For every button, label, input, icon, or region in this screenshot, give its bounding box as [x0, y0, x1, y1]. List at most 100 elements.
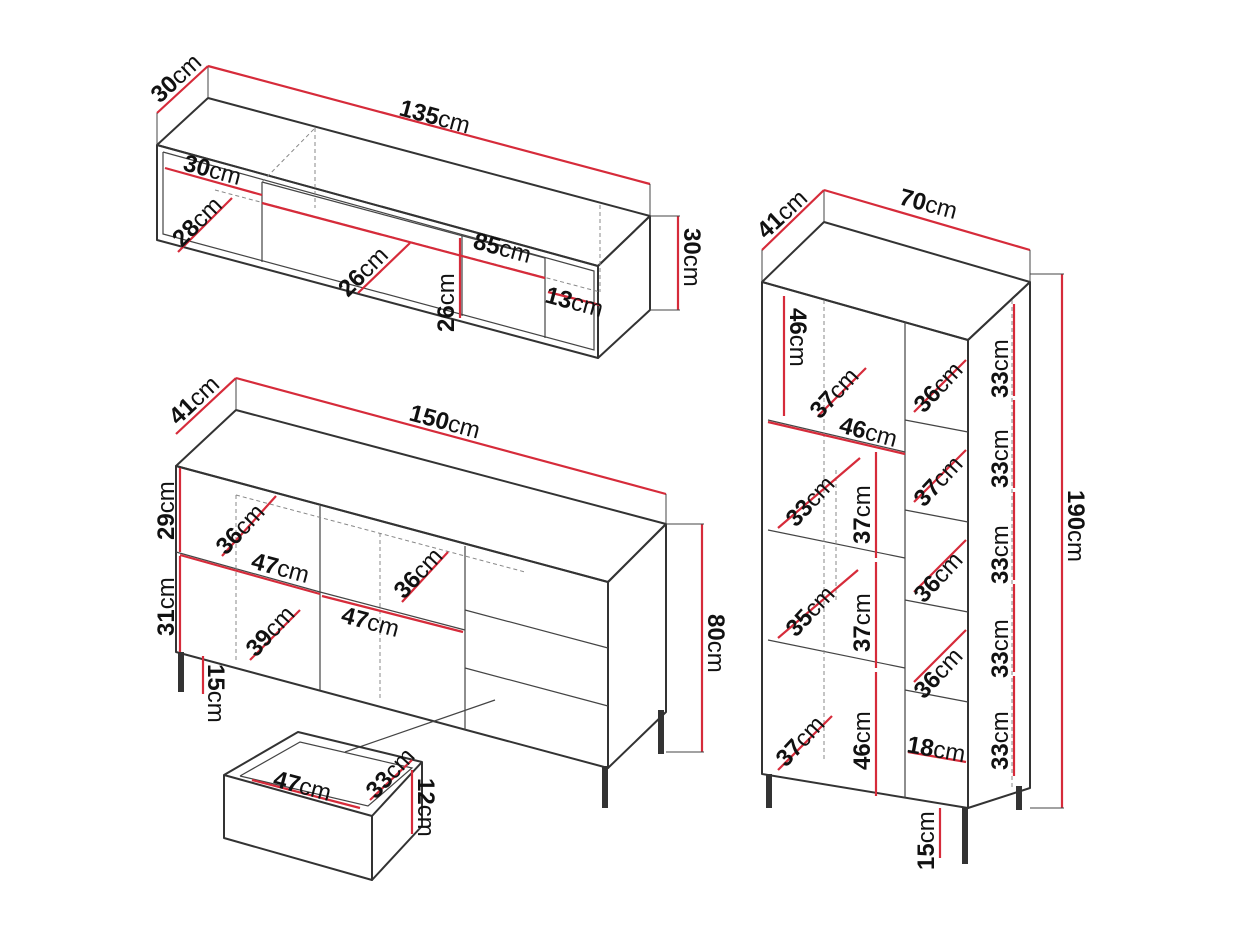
tv-left-depth-dim [177, 197, 233, 253]
tv-stand-side [597, 215, 651, 359]
tv-stand: 30cm 135cm 30cm 30cm 28cm 26cm 26cm 85cm… [146, 49, 705, 359]
tall-right-bottom-height-label: 33cm [987, 711, 1014, 770]
tv-right-depth-label: 13cm [542, 282, 606, 323]
tall-width-label: 70cm [896, 184, 960, 225]
drawer-width-dim [251, 778, 361, 810]
sb-upper-height-label: 29cm [153, 481, 180, 540]
sideboard-side [607, 523, 667, 769]
sb-shelf2-depth-dim [401, 551, 449, 603]
tall-right-depth2-label: 37cm [909, 451, 969, 512]
tv-stand-inner-outline [162, 151, 595, 351]
sideboard-drawer-line-1 [464, 609, 609, 649]
tv-right-width-dim [261, 201, 546, 280]
drawer-depth-dim [369, 759, 413, 801]
tv-width-dim [207, 64, 651, 186]
tall-right-height2-label: 33cm [987, 429, 1014, 488]
tv-left-width-dim [164, 166, 263, 197]
sideboard-drawer-line-2 [464, 667, 609, 707]
tv-depth-dim [156, 65, 209, 114]
tall-right-height4-label: 33cm [987, 619, 1014, 678]
tall-left-width-dim [767, 420, 906, 456]
tv-width-label: 135cm [396, 95, 473, 140]
sideboard-shelf-1 [175, 551, 321, 593]
tall-left-top-height-label: 46cm [784, 308, 811, 367]
sideboard-back-line-3 [235, 494, 526, 573]
sideboard-leg-3 [658, 710, 664, 754]
tv-height-label: 30cm [678, 228, 705, 287]
sb-width-label: 150cm [406, 400, 483, 445]
tv-stand-back-line-4 [261, 127, 316, 183]
drawer-height-label: 12cm [412, 778, 439, 837]
drawer: 47cm 33cm 12cm [223, 731, 439, 881]
tall-left-bottom-depth-dim [777, 715, 833, 771]
tv-stand-shelf [261, 181, 546, 259]
sideboard-drawer-leader [344, 699, 496, 753]
tall-side [967, 281, 1031, 809]
sb-shelf2-depth-label: 36cm [389, 543, 449, 604]
tv-center-depth-dim [357, 242, 411, 294]
sb-depth-label: 41cm [164, 371, 225, 431]
tall-right-bottom-width-dim [907, 750, 967, 764]
tall-right-bottom-width-label: 18cm [905, 731, 967, 768]
sb-height-label: 80cm [702, 614, 729, 673]
tall-right-height3-label: 33cm [987, 525, 1014, 584]
tv-right-depth-dim [547, 290, 601, 307]
tall-right-depth4-dim [913, 629, 967, 683]
tall-right-shelf-2 [904, 509, 969, 523]
tall-left-bottom-height-label: 46cm [849, 711, 876, 770]
drawer-top-rim [223, 731, 423, 776]
tall-cabinet: 41cm 70cm 190cm 15cm 46cm 37cm 46cm 33cm… [752, 184, 1089, 870]
tall-left-bottom-depth-label: 37cm [771, 711, 831, 772]
drawer-width-label: 47cm [270, 766, 334, 807]
sb-leg-height-label: 15cm [202, 664, 229, 723]
tall-glass1-depth-label: 33cm [781, 471, 841, 532]
tall-right-shelf-3 [904, 599, 969, 613]
sideboard: 41cm 150cm 80cm 29cm 31cm 15cm 36cm 47cm… [153, 371, 729, 808]
sb-width-dim [235, 376, 667, 496]
tv-left-width-label: 30cm [180, 150, 244, 191]
tall-left-shelf-3 [767, 639, 906, 669]
sb-shelf1-width-dim [179, 553, 321, 596]
tall-leg-label: 15cm [913, 811, 940, 870]
tall-leg-3 [1016, 786, 1022, 810]
tall-glass2-depth-label: 35cm [781, 581, 841, 642]
sb-lower-height-label: 31cm [153, 577, 180, 636]
tall-right-height1-label: 33cm [987, 339, 1014, 398]
tall-right-depth4-label: 36cm [909, 643, 969, 704]
tall-right-depth3-label: 36cm [909, 547, 969, 608]
sideboard-shelf-2 [319, 591, 466, 631]
sb-lower-depth-label: 39cm [241, 601, 301, 662]
sb-shelf1-depth-dim [221, 495, 277, 557]
sb-shelf2-width-label: 47cm [338, 602, 402, 643]
tall-left-width-label: 46cm [836, 412, 900, 453]
tall-glass2-height-label: 37cm [849, 593, 876, 652]
tall-glass1-height-label: 37cm [849, 485, 876, 544]
drawer-inner-rim [239, 741, 414, 807]
tall-left-shelf-1 [767, 419, 906, 453]
tall-depth-dim [761, 189, 825, 251]
tall-glass1-depth-dim [777, 457, 861, 529]
sb-lower-depth-dim [249, 609, 301, 661]
tv-center-height-label: 26cm [433, 273, 460, 332]
tall-depth-label: 41cm [752, 185, 813, 245]
tall-right-shelf-1 [904, 419, 969, 433]
tall-left-top-depth-dim [817, 367, 867, 417]
drawer-side [371, 761, 423, 881]
tall-glass2-depth-dim [777, 569, 859, 639]
sideboard-leg-2 [602, 766, 608, 808]
tall-leg-1 [766, 774, 772, 808]
tall-right-depth1-dim [913, 359, 967, 413]
sb-shelf2-width-dim [321, 594, 464, 634]
tall-width-dim [823, 188, 1031, 252]
sideboard-leg-1 [178, 652, 184, 692]
tall-right-depth3-dim [913, 539, 967, 593]
sb-depth-dim [175, 377, 237, 435]
tall-leg-2 [962, 808, 968, 864]
tv-depth-label: 30cm [146, 49, 207, 109]
tall-right-shelf-4 [904, 689, 969, 703]
tv-right-width-label: 85cm [470, 228, 534, 269]
tall-height-label: 190cm [1062, 490, 1089, 562]
tall-right-depth2-dim [913, 449, 967, 503]
